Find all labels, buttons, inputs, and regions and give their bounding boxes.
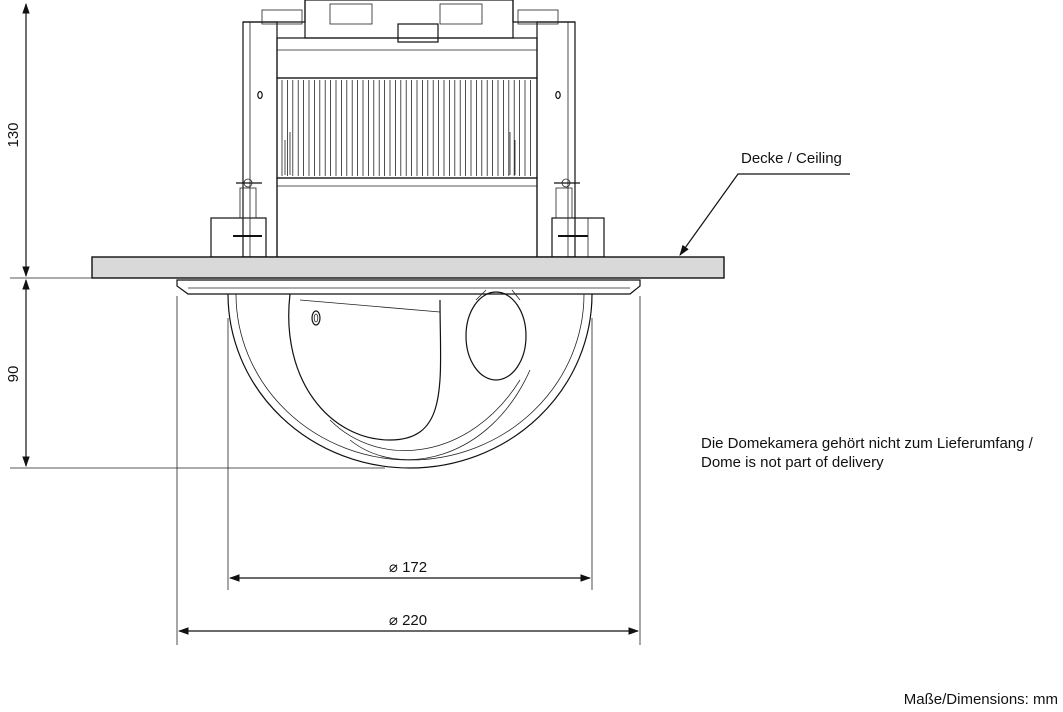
- housing-upper: [210, 0, 605, 258]
- ceiling-label: Decke / Ceiling: [741, 150, 842, 167]
- dome-note-line1: Die Domekamera gehört nicht zum Lieferum…: [701, 435, 1034, 452]
- dimension-90-label: 90: [5, 366, 22, 383]
- dimension-lines: [10, 2, 850, 645]
- heatsink-fins: [281, 80, 531, 176]
- diameter-220-label: ⌀ 220: [389, 612, 427, 629]
- units-label: Maße/Dimensions: mm: [904, 691, 1058, 708]
- diameter-172-label: ⌀ 172: [389, 559, 427, 576]
- ceiling-plate: [91, 256, 725, 279]
- dome: [227, 289, 593, 469]
- dimension-130-label: 130: [5, 122, 22, 147]
- dome-note-line2: Dome is not part of delivery: [701, 454, 884, 471]
- trim-ring: [176, 279, 641, 295]
